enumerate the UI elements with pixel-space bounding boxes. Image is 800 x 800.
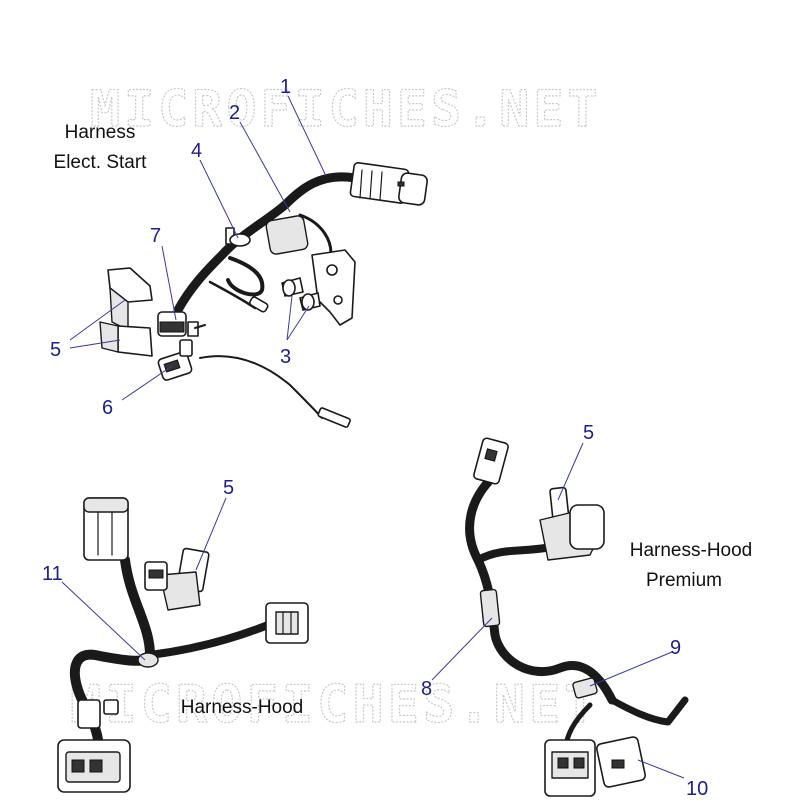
premium-top-connector (473, 437, 509, 485)
hood-top-connector (83, 497, 129, 561)
caption-elect-start-line1: Harness (65, 122, 136, 143)
caption-hood-premium-line1: Harness-Hood (630, 540, 753, 561)
harness-hood-group (57, 497, 309, 793)
caption-hood-premium-line2: Premium (646, 570, 722, 591)
harness-elect-start-group (99, 161, 428, 428)
harness-hood-premium-group (465, 437, 689, 797)
probe-tip (249, 296, 269, 313)
callout-5-premium: 5 (583, 422, 594, 444)
callout-6: 6 (102, 397, 113, 419)
stud (225, 227, 251, 247)
callout-3: 3 (280, 346, 291, 368)
watermark-bottom: MICROFICHES.NET (70, 675, 600, 735)
hood-bottom-connector (57, 699, 131, 793)
callout-11: 11 (42, 563, 63, 585)
long-probe-tip (317, 407, 351, 428)
cover-bracket (99, 267, 153, 357)
bolt-pair (281, 277, 321, 311)
lower-connector (157, 339, 193, 381)
hood-clip (137, 652, 159, 668)
switch-connector (157, 311, 206, 337)
callout-1: 1 (280, 76, 291, 98)
callout-10: 10 (686, 778, 708, 800)
callout-2: 2 (229, 102, 240, 124)
hood-bracket (144, 547, 210, 611)
callout-9: 9 (670, 637, 681, 659)
caption-elect-start-line2: Elect. Start (54, 152, 148, 173)
premium-sleeve (479, 588, 501, 628)
premium-bracket (539, 486, 605, 561)
callout-5-hood: 5 (223, 477, 234, 499)
caption-hood: Harness-Hood (181, 697, 304, 718)
main-connector (349, 161, 428, 206)
premium-clip (572, 677, 598, 699)
callout-4: 4 (191, 140, 202, 162)
watermark-top: MICROFICHES.NET (90, 80, 602, 138)
mounting-bracket (311, 249, 356, 326)
premium-bottom-module (544, 702, 646, 797)
hood-right-connector (265, 602, 309, 644)
callout-8: 8 (421, 678, 432, 700)
callout-7: 7 (150, 225, 161, 247)
leader-lines (61, 95, 685, 779)
harness-clip (265, 215, 309, 255)
callout-5-elect-start: 5 (50, 339, 61, 361)
